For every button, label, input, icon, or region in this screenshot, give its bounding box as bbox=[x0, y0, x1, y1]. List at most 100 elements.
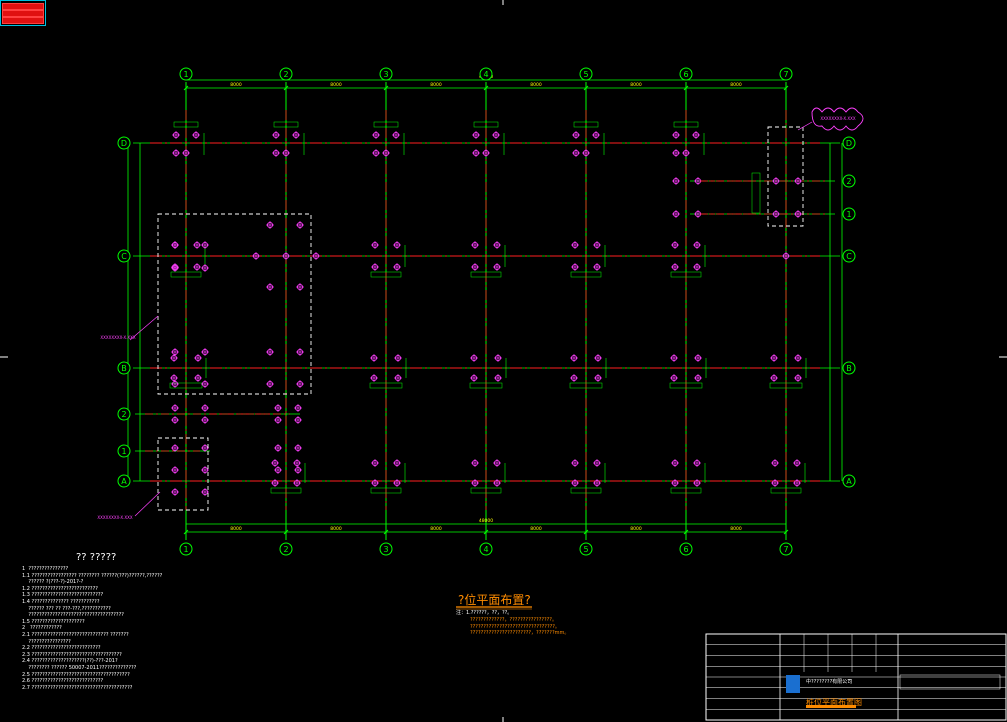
pile bbox=[770, 354, 778, 362]
pile bbox=[274, 404, 282, 412]
pile bbox=[693, 479, 701, 487]
cap-dim-box bbox=[570, 271, 602, 278]
axis-bubble-left-sub1 bbox=[117, 444, 131, 458]
toolbar-button-1[interactable] bbox=[2, 3, 44, 10]
pile bbox=[771, 459, 779, 467]
pile bbox=[192, 131, 200, 139]
pile bbox=[571, 241, 579, 249]
axis-bubble-bottom-4-label: 4 bbox=[483, 545, 488, 554]
cap-dim-box bbox=[669, 382, 703, 389]
note-line: 2.2 ?????????????????????????? bbox=[22, 645, 101, 652]
pile bbox=[571, 459, 579, 467]
callouts: XXXXXXXX-X.XXXXXXXXXXX-X.XXXXXXXXXXX-X.X… bbox=[97, 107, 864, 520]
axis-bubble-right-sub1 bbox=[842, 207, 856, 221]
pile bbox=[294, 416, 302, 424]
pile bbox=[171, 404, 179, 412]
pile bbox=[193, 263, 201, 271]
axis-bubble-top-1-label: 1 bbox=[183, 70, 188, 79]
cap-dim-box bbox=[370, 487, 402, 494]
plan-title: ?位平面布置? bbox=[458, 593, 531, 607]
cap-dim-box bbox=[369, 382, 403, 389]
callout-left-bottom: XXXXXXXX-X.XXX bbox=[97, 515, 132, 520]
pile bbox=[593, 479, 601, 487]
axis-bubble-right-A bbox=[842, 474, 856, 488]
pile bbox=[471, 241, 479, 249]
dim-tick bbox=[183, 529, 189, 535]
pile bbox=[693, 241, 701, 249]
pile bbox=[492, 131, 500, 139]
callout-leader bbox=[129, 315, 159, 341]
dim-text: 8000 bbox=[530, 526, 542, 532]
cap-dim-box bbox=[770, 487, 802, 494]
pile bbox=[201, 404, 209, 412]
axis-bubble-bottom-2-label: 2 bbox=[283, 545, 288, 554]
pile bbox=[493, 479, 501, 487]
cap-dim-box bbox=[769, 382, 803, 389]
pile bbox=[201, 416, 209, 424]
axis-bubble-left-B-label: B bbox=[121, 364, 127, 373]
pile bbox=[672, 131, 680, 139]
pile bbox=[372, 131, 380, 139]
callout-top-right: XXXXXXXX-X.XXX bbox=[820, 116, 855, 121]
pile bbox=[296, 283, 304, 291]
pile bbox=[793, 479, 801, 487]
pile bbox=[593, 459, 601, 467]
plan-notes: ?????????????，????????????????。?????????… bbox=[470, 617, 569, 637]
axis-bubble-left-A-label: A bbox=[121, 477, 127, 486]
pile bbox=[274, 444, 282, 452]
pile bbox=[593, 241, 601, 249]
note-line: 1.4 ?????????????? ??????????? bbox=[22, 598, 100, 605]
note-line: 2.7 ????????????????????????????????????… bbox=[22, 684, 133, 691]
cap-dim-box bbox=[473, 121, 499, 128]
toolbar-button-3[interactable] bbox=[2, 17, 44, 24]
cap-dim-box bbox=[469, 382, 503, 389]
axis-bubble-bottom-6-label: 6 bbox=[683, 545, 688, 554]
pile bbox=[296, 348, 304, 356]
note-line: 1.3 ??????????????????????????? bbox=[22, 592, 104, 599]
pile bbox=[393, 459, 401, 467]
pile bbox=[771, 479, 779, 487]
pile bbox=[482, 149, 490, 157]
pile bbox=[582, 149, 590, 157]
pile bbox=[393, 263, 401, 271]
pile bbox=[172, 131, 180, 139]
pile bbox=[682, 149, 690, 157]
pile bbox=[371, 459, 379, 467]
dim-tick bbox=[583, 85, 589, 91]
pile bbox=[594, 354, 602, 362]
pile bbox=[570, 354, 578, 362]
pile bbox=[294, 404, 302, 412]
pile bbox=[772, 210, 780, 218]
axis-bubble-top-4 bbox=[479, 67, 493, 81]
cap-dim-box bbox=[569, 382, 603, 389]
axis-bubble-left-D-label: D bbox=[121, 139, 127, 148]
drawing-name-bar bbox=[806, 705, 856, 708]
pile bbox=[693, 263, 701, 271]
pile bbox=[494, 374, 502, 382]
pile bbox=[292, 131, 300, 139]
axis-bubble-top-3 bbox=[379, 67, 393, 81]
axis-bubble-bottom-7 bbox=[779, 542, 793, 556]
pile bbox=[293, 479, 301, 487]
pile bbox=[266, 283, 274, 291]
axis-bubble-bottom-1 bbox=[179, 542, 193, 556]
pile bbox=[394, 374, 402, 382]
pile bbox=[312, 252, 320, 260]
cap-dim-box bbox=[673, 121, 699, 128]
plan-title-underline bbox=[456, 606, 532, 610]
pile bbox=[171, 348, 179, 356]
pile bbox=[171, 466, 179, 474]
axis-bubble-right-sub2 bbox=[842, 174, 856, 188]
pile bbox=[671, 459, 679, 467]
toolbar-button-2[interactable] bbox=[2, 10, 44, 17]
pile bbox=[274, 416, 282, 424]
axis-bubble-top-5-label: 5 bbox=[583, 70, 588, 79]
pile bbox=[672, 149, 680, 157]
pile bbox=[272, 131, 280, 139]
cap-dim-box bbox=[370, 271, 402, 278]
note-line: ?????? ??? ?? ???-???,??????????? bbox=[22, 605, 111, 612]
axis-bubble-top-1 bbox=[179, 67, 193, 81]
pile bbox=[271, 479, 279, 487]
pile bbox=[293, 459, 301, 467]
